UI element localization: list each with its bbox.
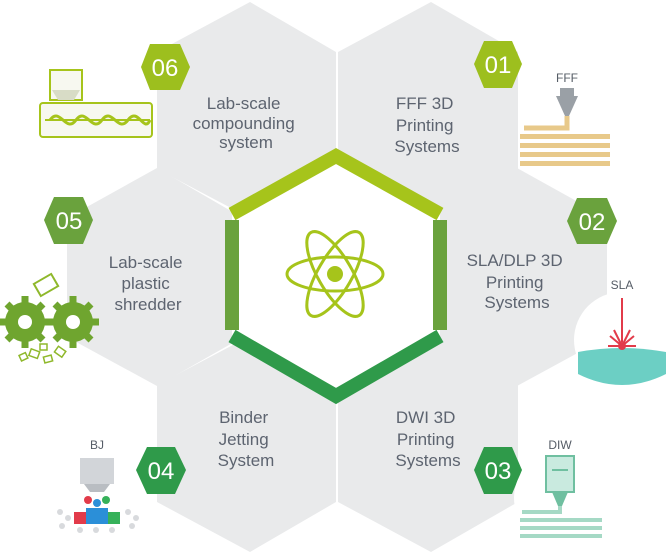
item-02-line-1: SLA/DLP 3D [467, 251, 563, 270]
item-05-line-1: Lab-scale [109, 253, 183, 272]
hexagon-tile-05 [67, 168, 243, 386]
item-04-line-2: Jetting [219, 430, 269, 449]
number-badges: 06 01 02 03 04 05 [44, 41, 617, 494]
center-hexagon [225, 147, 447, 405]
item-05-line-3: shredder [114, 295, 181, 314]
hexagon-tiles [67, 2, 607, 552]
badge-02-number: 02 [579, 209, 606, 236]
hexagon-tile-02 [430, 168, 607, 386]
badge-03: 03 [474, 447, 522, 494]
item-04-label: Binder Jetting System [218, 408, 275, 470]
item-01-label: FFF 3D Printing Systems [394, 94, 459, 156]
badge-05: 05 [44, 197, 93, 244]
extruder-screw-icon [39, 69, 153, 138]
binder-jet-icon: BJ [50, 438, 142, 544]
item-01-line-2: Printing [396, 116, 454, 135]
badge-06: 06 [141, 44, 190, 90]
hex-labels: Lab-scale compounding system FFF 3D Prin… [109, 94, 568, 470]
hexagon-tile-04 [157, 336, 336, 552]
item-06-line-2: compounding [193, 114, 295, 133]
hexagon-tile-06 [157, 2, 336, 218]
hexagon-tile-01 [338, 2, 518, 218]
sla-laser-icon: SLA [574, 278, 670, 388]
sla-icon-caption: SLA [611, 278, 634, 292]
item-04-line-1: Binder [219, 408, 268, 427]
badge-05-number: 05 [56, 208, 83, 235]
item-05-line-2: plastic [122, 274, 171, 293]
item-03-line-3: Systems [395, 451, 460, 470]
badge-06-number: 06 [152, 55, 179, 82]
item-01-line-1: FFF 3D [396, 94, 454, 113]
badge-04-number: 04 [148, 458, 175, 485]
shredder-gears-icon [0, 272, 99, 364]
item-06-line-1: Lab-scale [207, 94, 281, 113]
item-01-line-3: Systems [394, 137, 459, 156]
atom-icon [285, 230, 385, 318]
item-03-label: DWI 3D Printing Systems [395, 408, 460, 470]
item-06-line-3: system [219, 133, 273, 152]
item-02-line-3: Systems [484, 293, 549, 312]
badge-01: 01 [474, 41, 522, 88]
item-03-line-2: Printing [397, 430, 455, 449]
fff-nozzle-icon: FFF [519, 71, 615, 176]
item-03-line-1: DWI 3D [396, 408, 456, 427]
badge-04: 04 [136, 447, 186, 494]
badge-01-number: 01 [485, 52, 512, 79]
badge-03-number: 03 [485, 458, 512, 485]
diw-icon-caption: DIW [548, 438, 572, 452]
item-05-label: Lab-scale plastic shredder [109, 253, 187, 314]
item-04-line-3: System [218, 451, 275, 470]
bj-icon-caption: BJ [90, 438, 104, 452]
item-06-label: Lab-scale compounding system [193, 94, 300, 152]
fff-icon-caption: FFF [556, 71, 578, 85]
diw-syringe-icon: DIW [514, 438, 606, 544]
item-02-line-2: Printing [486, 273, 544, 292]
hexagon-tile-03 [338, 336, 518, 552]
badge-02: 02 [567, 198, 617, 244]
item-02-label: SLA/DLP 3D Printing Systems [467, 251, 568, 312]
